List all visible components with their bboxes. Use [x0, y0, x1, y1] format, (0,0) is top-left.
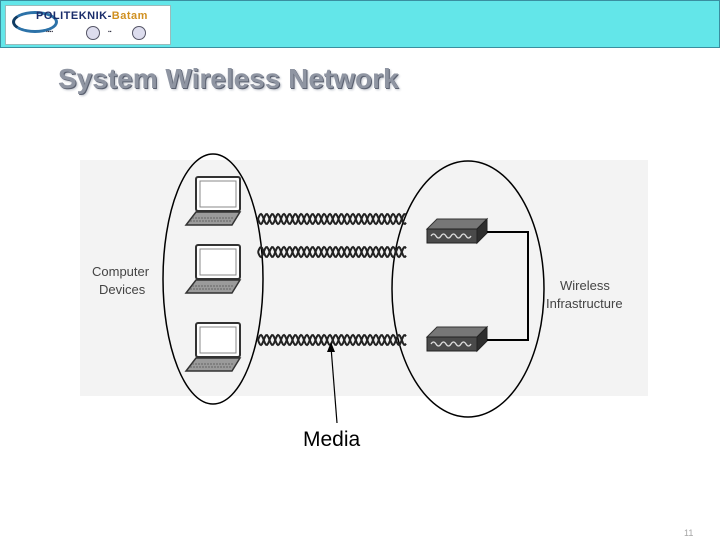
- computer-devices-label-line1: Computer: [92, 264, 150, 279]
- logo-mark-icon: [12, 11, 58, 33]
- wireless-wave-strand: [257, 245, 407, 259]
- logo-partner-text: ▪▪▪▪: [46, 29, 54, 35]
- infrastructure-ellipse: [391, 160, 545, 418]
- media-arrow-head: [327, 342, 335, 352]
- wireless-wave-strand: [257, 333, 407, 347]
- logo-seal-icon: [132, 26, 146, 40]
- wireless-wave-strand: [257, 245, 407, 259]
- wireless-infrastructure-label-line1: Wireless: [560, 278, 610, 293]
- logo-seal-icon: [86, 26, 100, 40]
- wireless-wave-strand: [257, 212, 407, 226]
- media-arrow: [330, 346, 338, 424]
- wireless-media-waves: [257, 212, 407, 347]
- wireless-infrastructure-label-line2: Infrastructure: [546, 296, 623, 311]
- wireless-wave-strand: [257, 212, 407, 226]
- laptop-icon: [185, 244, 241, 294]
- logo-partner-text: ▪▪: [108, 29, 112, 35]
- laptop-icon: [185, 322, 241, 372]
- laptop-icon: [185, 176, 241, 226]
- wireless-wave-strand: [257, 333, 407, 347]
- media-label: Media: [303, 428, 361, 451]
- page-number: 11: [684, 528, 694, 538]
- logo-wordmark: POLITEKNIK-Batam: [36, 10, 148, 22]
- devices-ellipse: [162, 153, 264, 405]
- access-point-link: [487, 231, 529, 341]
- access-point-icon: [426, 326, 488, 352]
- computer-devices-label-line2: Devices: [99, 282, 146, 297]
- access-point-icon: [426, 218, 488, 244]
- politeknik-batam-logo: POLITEKNIK-Batam ▪▪▪▪ ▪▪: [5, 5, 171, 45]
- header-bar: POLITEKNIK-Batam ▪▪▪▪ ▪▪: [0, 0, 720, 48]
- slide-title: System Wireless Network: [58, 63, 399, 94]
